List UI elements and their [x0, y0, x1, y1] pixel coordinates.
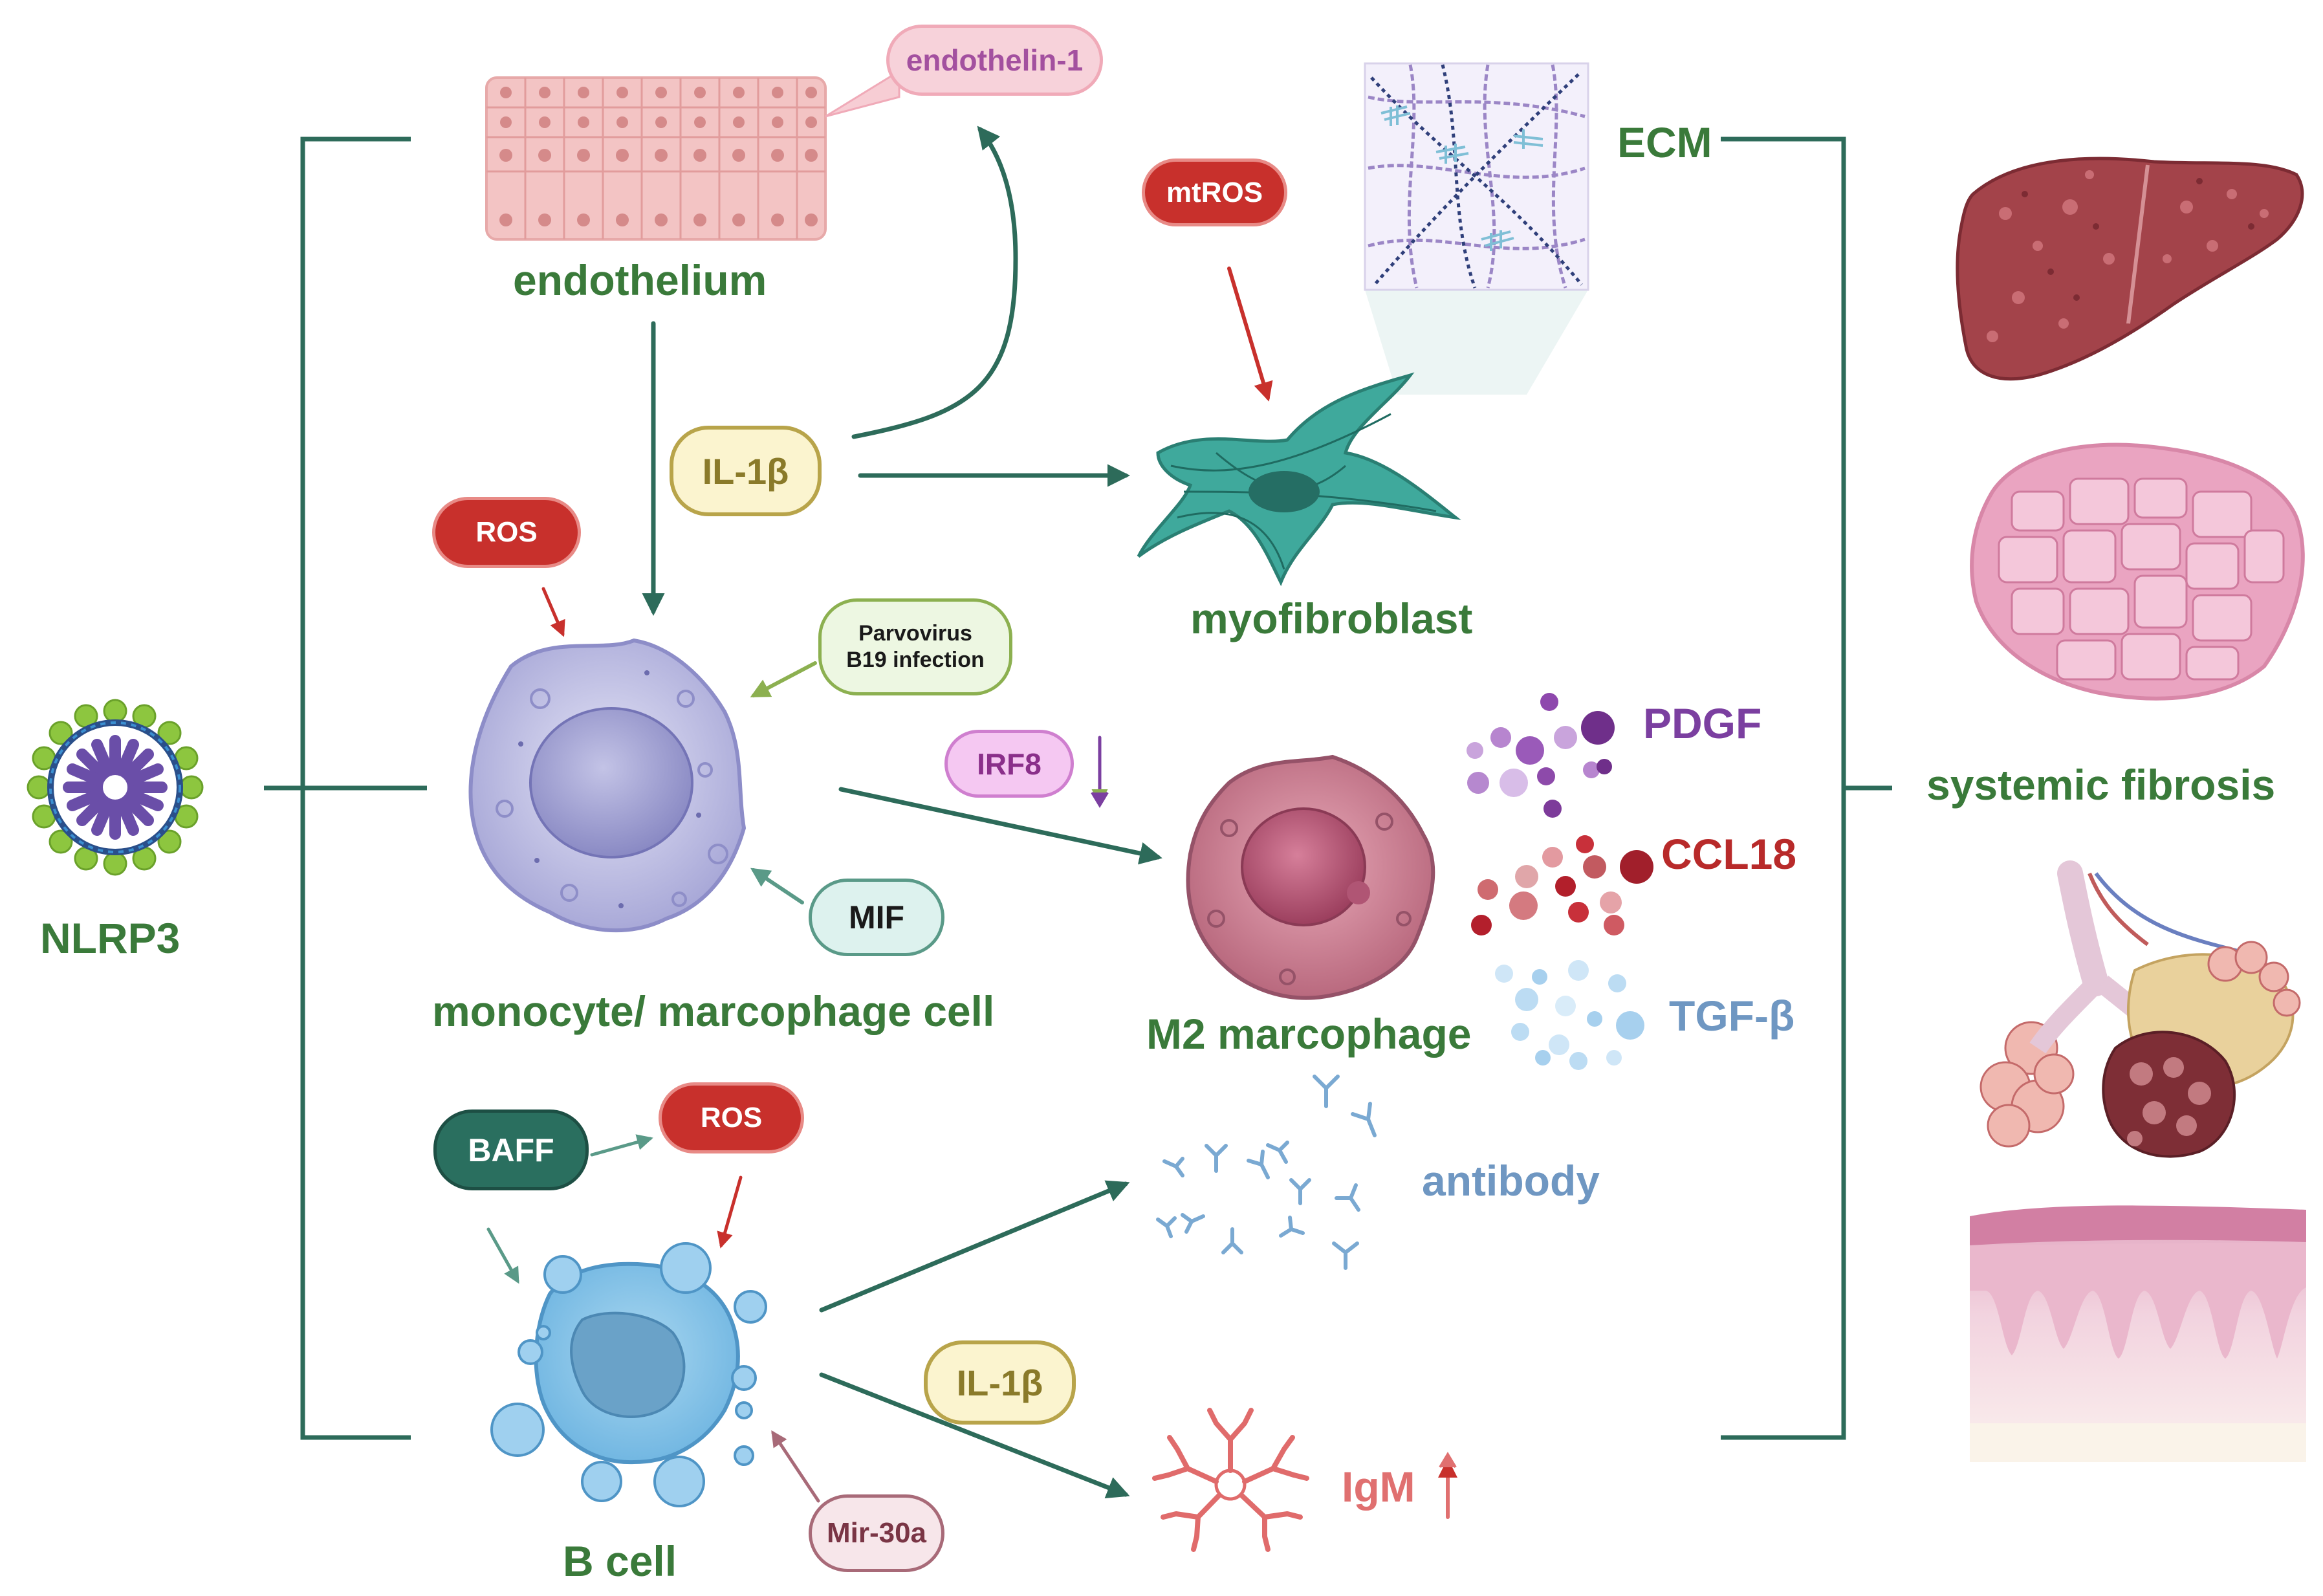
endothelium-illustration: [485, 69, 900, 241]
tgf-beta-label: TGF-β: [1669, 992, 1795, 1040]
ros-top-pill: ROS: [432, 497, 581, 568]
il-1b-bottom-pill: IL-1β: [924, 1340, 1076, 1425]
ecm-label: ECM: [1611, 118, 1719, 167]
lung-alveoli-illustration: [1979, 860, 2301, 1158]
b-cell-illustration: [490, 1242, 767, 1507]
igm-label: IgM: [1342, 1463, 1415, 1511]
systemic-fibrosis-label: systemic fibrosis: [1923, 760, 2280, 809]
mir-30a-pill: Mir-30a: [809, 1494, 944, 1572]
right-bracket: [1721, 137, 1892, 1440]
ecm-mesh-illustration: [1364, 62, 1589, 395]
antibody-particles: [1156, 1075, 1377, 1270]
baff-pill: BAFF: [433, 1110, 589, 1190]
m2-macrophage-illustration: [1186, 754, 1435, 1000]
endothelium-label: endothelium: [513, 256, 767, 304]
parvovirus-line2: B19 infection: [846, 648, 985, 672]
muscle-tissue-illustration: [1970, 443, 2305, 701]
pdgf-label: PDGF: [1643, 699, 1762, 747]
parvovirus-b19-pill: Parvovirus B19 infection: [818, 598, 1012, 695]
b-cell-label: B cell: [563, 1537, 677, 1585]
left-bracket: [264, 137, 427, 1440]
igm-up-arrowhead: [1439, 1452, 1457, 1469]
arrows: [486, 126, 1457, 1519]
tgf-beta-particles: [1495, 960, 1644, 1070]
irf8-pill: IRF8: [944, 730, 1074, 798]
ros-bottom-pill: ROS: [659, 1082, 804, 1153]
myofibroblast-illustration: [1137, 372, 1461, 587]
nlrp3-label: NLRP3: [40, 914, 180, 962]
liver-illustration: [1956, 157, 2304, 381]
pdgf-particles: [1467, 693, 1615, 818]
ccl18-label: CCL18: [1661, 830, 1797, 878]
m2-macrophage-label: M2 marcophage: [1146, 1010, 1472, 1058]
nlrp3-complex-illustration: [27, 699, 204, 876]
mtros-pill: mtROS: [1142, 159, 1287, 226]
myofibroblast-label: myofibroblast: [1190, 595, 1473, 642]
antibody-label: antibody: [1422, 1157, 1600, 1205]
parvovirus-line1: Parvovirus: [858, 621, 972, 646]
il-1b-top-pill: IL-1β: [670, 426, 822, 516]
monocyte-macrophage-label: monocyte/ marcophage cell: [432, 987, 995, 1035]
monocyte-illustration: [468, 638, 747, 933]
irf8-down-arrowhead: [1091, 791, 1109, 808]
igm-pentamer-illustration: [1152, 1408, 1309, 1552]
ccl18-particles: [1471, 835, 1653, 935]
mif-pill: MIF: [809, 879, 944, 956]
endothelin-1-pill: endothelin-1: [886, 25, 1103, 96]
skin-illustration: [1970, 1205, 2306, 1462]
